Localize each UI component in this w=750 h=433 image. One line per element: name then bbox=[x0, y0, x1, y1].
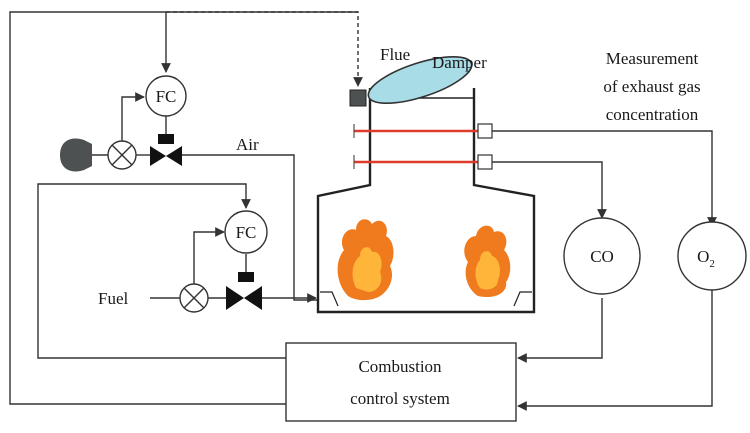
air-supply bbox=[60, 75, 187, 172]
o2-label-subscript: 2 bbox=[709, 258, 715, 270]
fuel-supply bbox=[179, 210, 268, 313]
signal-lines bbox=[9, 11, 717, 411]
air-blower-icon bbox=[60, 138, 92, 172]
fuel-control-valve bbox=[226, 286, 262, 310]
fuel-meter-to-fc bbox=[193, 227, 225, 284]
control-to-damper-dashed bbox=[166, 11, 363, 87]
air-fc-label: FC bbox=[156, 87, 177, 106]
left-burner bbox=[320, 291, 339, 307]
flue-label: Flue bbox=[380, 45, 410, 64]
left-flame-core bbox=[352, 247, 382, 292]
o2-label-main: O bbox=[697, 247, 709, 266]
o2-analyser bbox=[677, 221, 747, 291]
o2-sample-line bbox=[492, 130, 717, 227]
damper-actuator bbox=[349, 89, 367, 107]
air-meter-to-fc bbox=[121, 92, 145, 141]
co-to-control bbox=[517, 298, 603, 363]
control-system-label-line1: Combustion bbox=[358, 357, 442, 376]
damper-label: Damper bbox=[432, 53, 487, 72]
right-burner bbox=[513, 291, 532, 307]
fuel-label: Fuel bbox=[98, 289, 129, 308]
fuel-flow-controller bbox=[224, 210, 268, 254]
control-to-fuel-fc bbox=[37, 183, 286, 359]
o2-sensor-head bbox=[477, 123, 493, 139]
measurement-label-line3: concentration bbox=[606, 105, 699, 124]
air-label: Air bbox=[236, 135, 259, 154]
co-analyser-label: CO bbox=[590, 247, 614, 266]
right-flame-core bbox=[475, 251, 500, 290]
co-analyser bbox=[563, 217, 641, 295]
damper bbox=[367, 55, 473, 105]
measurement-label-line2: of exhaust gas bbox=[603, 77, 700, 96]
fuel-fc-label: FC bbox=[236, 223, 257, 242]
air-control-valve bbox=[150, 146, 182, 166]
measurement-label-line1: Measurement bbox=[606, 49, 699, 68]
o2-to-control bbox=[517, 288, 713, 411]
furnace bbox=[316, 55, 536, 314]
o2-analyser-label: O2 bbox=[697, 247, 715, 270]
fuel-valve-actuator bbox=[238, 272, 254, 282]
air-flow-controller bbox=[145, 75, 187, 117]
air-valve-actuator bbox=[158, 134, 174, 144]
co-sensor-head bbox=[477, 154, 493, 170]
co-sample-line bbox=[492, 161, 607, 219]
control-system-label-line2: control system bbox=[350, 389, 450, 408]
combustion-control-system-box bbox=[285, 342, 517, 422]
